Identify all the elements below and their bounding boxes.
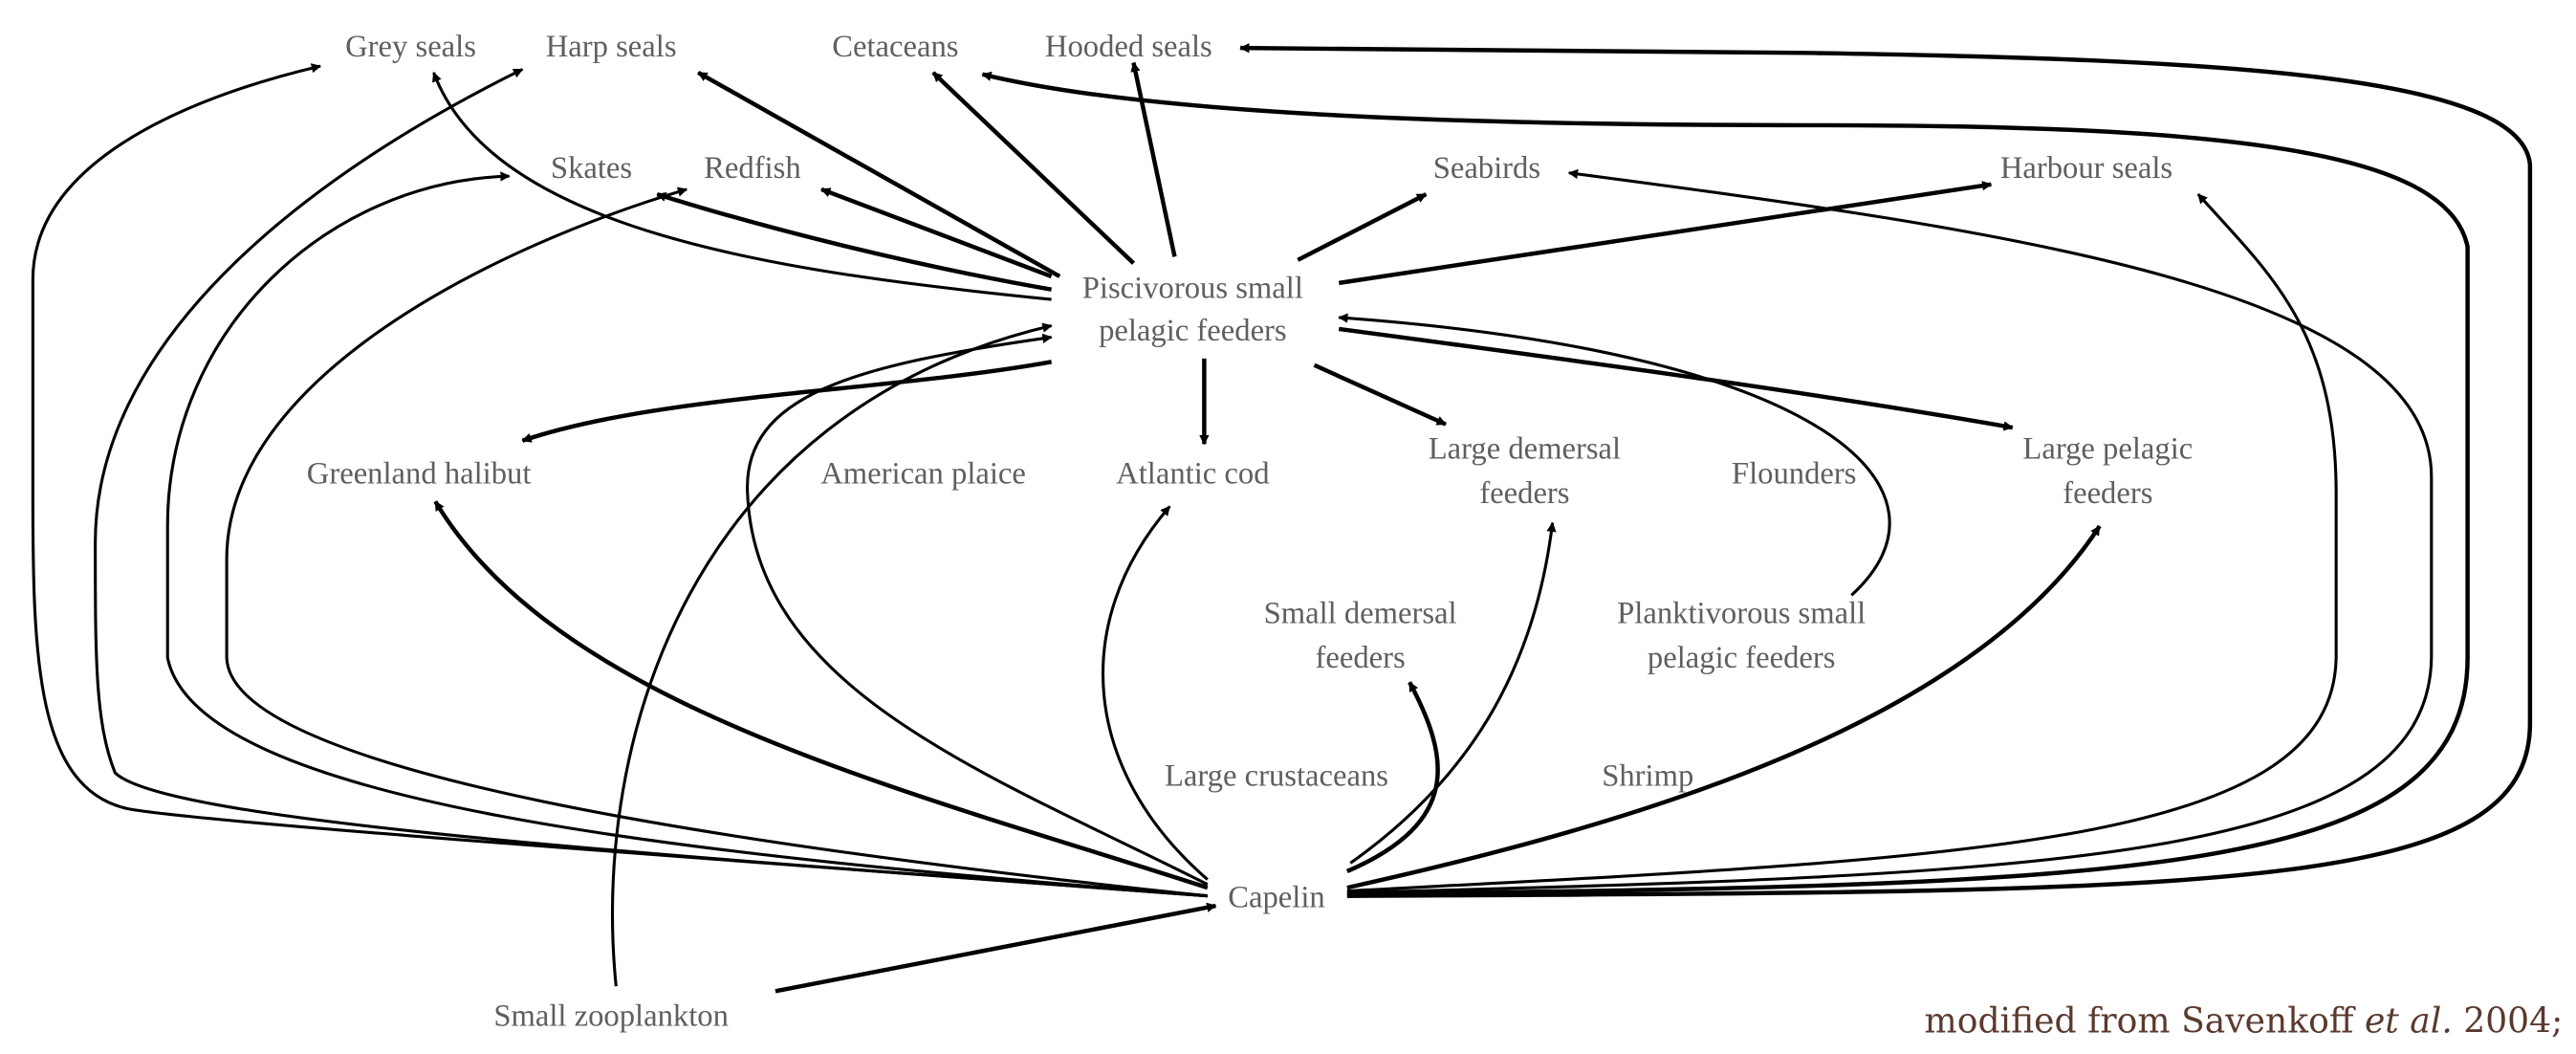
node-capelin: Capelin [1228, 881, 1324, 915]
edge-capelin-to-piscivorous-small-pelagic-feeders [746, 333, 1209, 887]
node-atlantic-cod: Atlantic cod [1116, 456, 1269, 491]
node-large-pelagic-line1: Large pelagic [2022, 432, 2193, 467]
node-redfish: Redfish [704, 151, 801, 186]
edge-piscivorous-small-pelagic-feeders-to-grey-seals [432, 71, 1052, 301]
node-skates: Skates [551, 151, 632, 186]
edge-piscivorous-small-pelagic-feeders-to-large-pelagic-feeders [1338, 326, 2014, 431]
edge-small-zooplankton-to-piscivorous-small-pelagic-feeders [611, 322, 1053, 987]
edge-capelin-to-harbour-seals [1346, 193, 2338, 893]
edge-capelin-to-hooded-seals [1239, 43, 2533, 898]
edge-capelin-to-large-pelagic-feeders [1346, 524, 2102, 890]
node-planktivorous-line1: Planktivorous small [1617, 597, 1866, 631]
credit-italic: et al. [2365, 1000, 2453, 1041]
edge-piscivorous-small-pelagic-feeders-to-greenland-halibut [521, 360, 1052, 443]
edge-piscivorous-small-pelagic-feeders-to-large-demersal-feeders [1313, 362, 1447, 427]
node-harbour-seals: Harbour seals [2000, 151, 2172, 186]
node-large-demersal-line1: Large demersal [1429, 432, 1621, 467]
node-small-zooplankton: Small zooplankton [493, 999, 729, 1033]
credit-suffix: 2004; [2453, 1000, 2563, 1041]
node-hooded-seals: Hooded seals [1045, 30, 1212, 64]
credit-prefix: modified from Savenkoff [1925, 1000, 2365, 1041]
node-small-demersal-line1: Small demersal [1264, 597, 1457, 631]
edge-small-zooplankton-to-capelin [775, 902, 1217, 994]
edge-capelin-to-greenland-halibut [433, 500, 1209, 890]
edge-planktivorous-small-pelagic-feeders-to-piscivorous-small-pelagic-feeders [1338, 313, 1891, 597]
edge-capelin-to-skates [165, 171, 1208, 898]
edge-piscivorous-small-pelagic-feeders-to-harbour-seals [1338, 181, 1993, 286]
edge-capelin-to-redfish [225, 187, 1208, 898]
edge-capelin-to-cetaceans [981, 71, 2470, 897]
node-large-crustaceans: Large crustaceans [1165, 759, 1388, 794]
nodes: Grey seals Harp seals Cetaceans Hooded s… [307, 30, 2193, 1034]
edge-piscivorous-small-pelagic-feeders-to-hooded-seals [1130, 61, 1177, 257]
edge-capelin-to-seabirds [1346, 168, 2434, 894]
edges [31, 43, 2533, 994]
node-harp-seals: Harp seals [546, 30, 677, 64]
edge-capelin-to-large-demersal-feeders [1349, 521, 1557, 865]
node-shrimp: Shrimp [1602, 759, 1693, 794]
edge-capelin-to-grey-seals [31, 63, 1208, 898]
node-cetaceans: Cetaceans [832, 30, 958, 64]
edge-piscivorous-small-pelagic-feeders-to-harp-seals [697, 70, 1061, 278]
node-small-demersal-line2: feeders [1316, 641, 1406, 675]
node-piscivorous-line1: Piscivorous small [1082, 271, 1303, 305]
node-seabirds: Seabirds [1433, 151, 1540, 186]
edge-piscivorous-small-pelagic-feeders-to-redfish [820, 187, 1053, 279]
edge-piscivorous-small-pelagic-feeders-to-cetaceans [931, 71, 1136, 265]
edge-capelin-to-atlantic-cod [1101, 505, 1209, 881]
node-greenland-halibut: Greenland halibut [307, 456, 532, 491]
node-flounders: Flounders [1732, 456, 1857, 491]
edge-piscivorous-small-pelagic-feeders-to-skates [656, 191, 1052, 292]
node-planktivorous-line2: pelagic feeders [1648, 641, 1836, 675]
source-credit: modified from Savenkoff et al. 2004; [1925, 1000, 2564, 1041]
edge-piscivorous-small-pelagic-feeders-to-seabirds [1297, 192, 1428, 262]
node-american-plaice: American plaice [820, 456, 1026, 491]
node-grey-seals: Grey seals [345, 30, 476, 64]
edge-capelin-to-harp-seals [94, 68, 1208, 898]
node-piscivorous-line2: pelagic feeders [1099, 314, 1287, 348]
node-large-pelagic-line2: feeders [2063, 476, 2152, 511]
node-large-demersal-line2: feeders [1479, 476, 1569, 511]
